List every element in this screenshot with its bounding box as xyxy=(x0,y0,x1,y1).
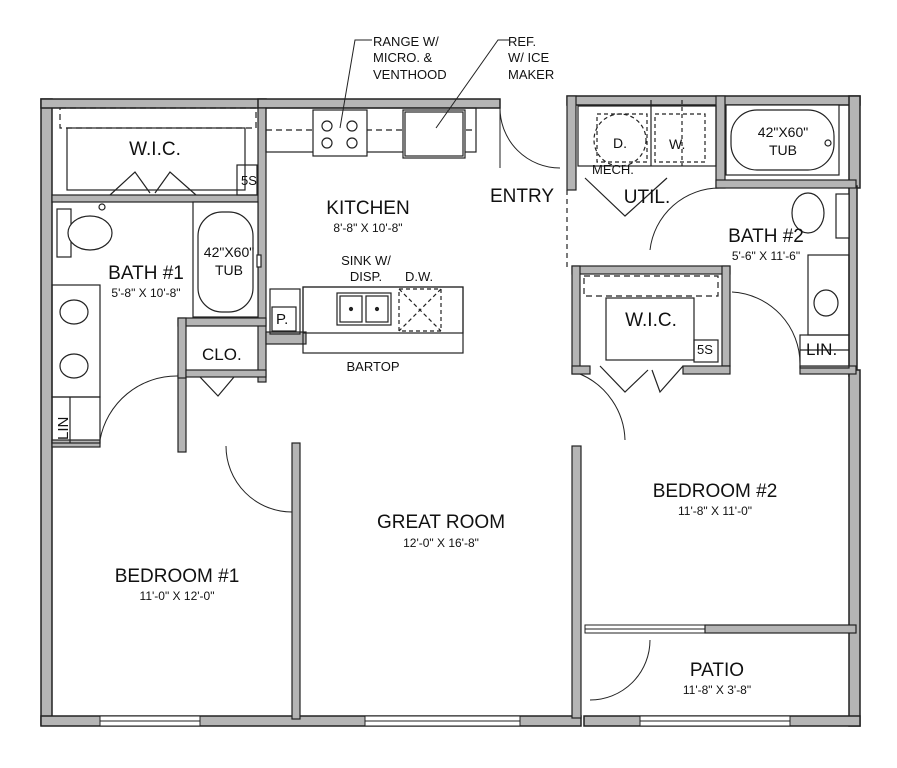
wic2-label: W.I.C. xyxy=(625,310,677,331)
clo-label: CLO. xyxy=(202,345,242,364)
pantry-label: P. xyxy=(276,311,289,328)
tub1-label: 42"X60" TUB xyxy=(203,244,255,278)
sink-label: SINK W/ DISP. xyxy=(341,253,391,285)
entry-label: ENTRY xyxy=(489,186,555,207)
util-fixtures xyxy=(566,100,717,268)
bath2-label: BATH #2 xyxy=(728,226,804,247)
closet-door xyxy=(199,376,235,397)
bedroom1-label: BEDROOM #1 xyxy=(114,566,240,587)
bath2-fixtures xyxy=(725,104,850,369)
bedroom1-dim: 11'-0" X 12'-0" xyxy=(139,589,215,603)
dryer-label: D. xyxy=(613,135,627,151)
kitchen-cabinets xyxy=(265,107,477,354)
dishwasher-label: D.W. xyxy=(405,269,434,284)
tub2-label: 42"X60" TUB xyxy=(757,124,809,158)
wic1-fixtures xyxy=(59,107,258,196)
lin1-label: LIN xyxy=(55,416,72,440)
great-room-label: GREAT ROOM xyxy=(376,512,506,533)
interior-walls xyxy=(51,95,857,720)
bartop-label: BARTOP xyxy=(346,359,400,374)
ref-callout: REF. W/ ICE MAKER xyxy=(508,34,555,82)
patio-dim: 11'-8" X 3'-8" xyxy=(682,683,752,697)
wic2-fixtures xyxy=(583,275,719,394)
kitchen-label: KITCHEN xyxy=(326,198,410,219)
bath1-label: BATH #1 xyxy=(108,263,184,284)
washer-label: W. xyxy=(669,136,686,152)
bath2-dim: 5'-6" X 11'-6" xyxy=(731,249,801,263)
bedroom2-dim: 11'-8" X 11'-0" xyxy=(677,504,753,518)
util-label: UTIL. xyxy=(623,187,671,208)
bath1-dim: 5'-8" X 10'-8" xyxy=(111,286,181,300)
lin2-label: LIN. xyxy=(806,340,838,359)
door-swings xyxy=(99,107,801,701)
great-room-dim: 12'-0" X 16'-8" xyxy=(403,536,479,550)
mech-label: MECH. xyxy=(592,162,634,177)
shelf1-label: 5S xyxy=(241,173,257,188)
range-callout: RANGE W/ MICRO. & VENTHOOD xyxy=(373,34,447,82)
callout-leaders xyxy=(339,39,510,129)
windows xyxy=(99,624,791,727)
patio-label: PATIO xyxy=(689,660,745,681)
kitchen-dim: 8'-8" X 10'-8" xyxy=(333,221,403,235)
bath1-fixtures xyxy=(51,201,262,444)
bedroom2-label: BEDROOM #2 xyxy=(652,481,778,502)
shelf2-label: 5S xyxy=(697,342,713,357)
wic1-label: W.I.C. xyxy=(129,139,181,160)
